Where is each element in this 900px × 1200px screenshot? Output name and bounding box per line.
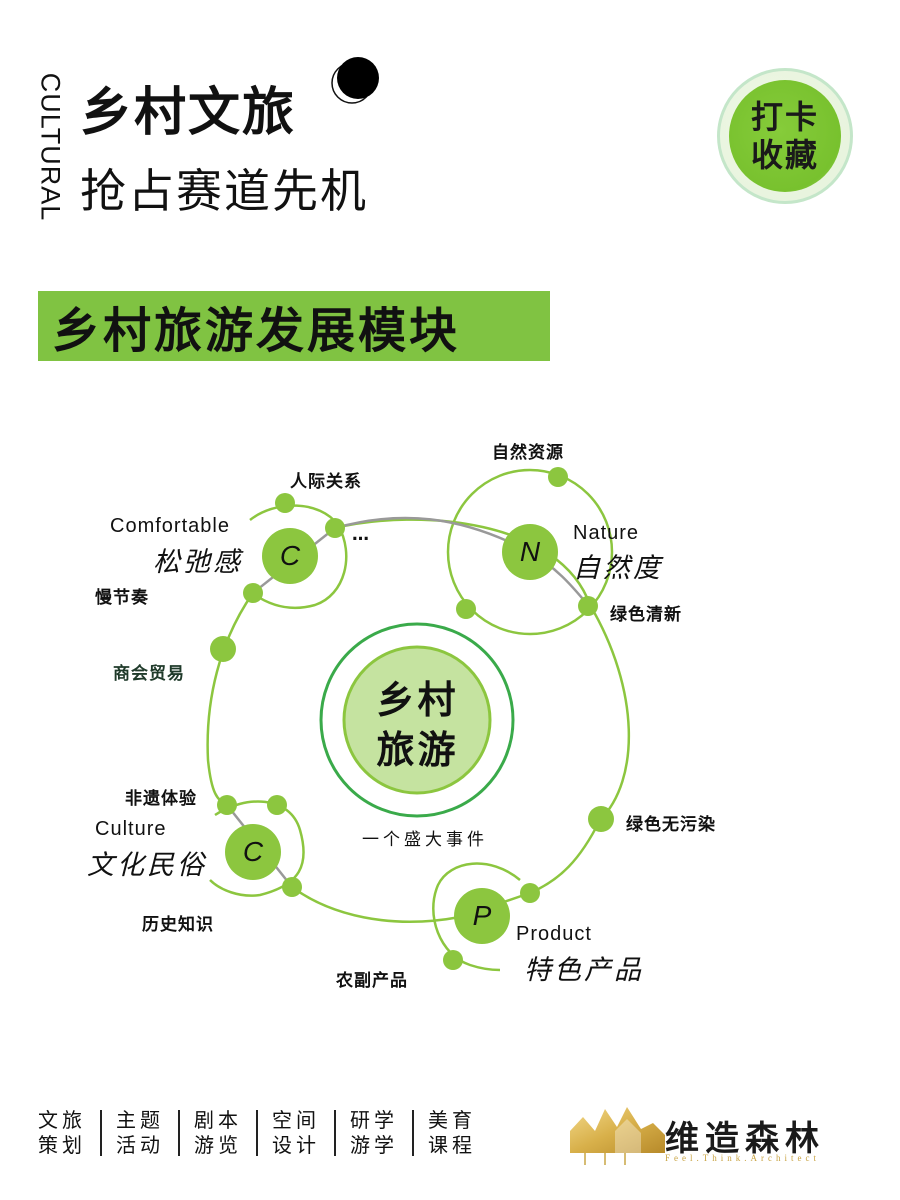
footer-item: 研学游学 bbox=[336, 1108, 412, 1158]
logo-name: 维造森林 bbox=[665, 1119, 825, 1159]
sub-label: 历史知识 bbox=[142, 915, 214, 935]
node-nature[interactable]: N bbox=[519, 536, 541, 567]
node-culture[interactable]: C bbox=[242, 836, 264, 867]
footer-item: 文旅策划 bbox=[38, 1108, 100, 1158]
sub-label: 自然资源 bbox=[492, 443, 564, 463]
mountain-house-logo-icon bbox=[570, 1107, 665, 1165]
orbit-label: 商会贸易 bbox=[113, 664, 185, 684]
center-line1: 乡村 bbox=[376, 678, 459, 722]
badge-line2: 收藏 bbox=[750, 136, 819, 174]
footer-line1: 空间 bbox=[272, 1108, 320, 1132]
footer-line2: 活动 bbox=[116, 1133, 164, 1157]
sub-label: … bbox=[352, 525, 370, 545]
node-comfortable[interactable]: C bbox=[279, 540, 301, 571]
footer-line2: 设计 bbox=[272, 1133, 320, 1157]
node-culture-en: Culture bbox=[95, 818, 167, 840]
footer-line2: 课程 bbox=[428, 1133, 476, 1157]
page-title: 乡村文旅 bbox=[80, 83, 297, 143]
center-node: 乡村 旅游 bbox=[345, 655, 490, 795]
center-caption: 一个盛大事件 bbox=[362, 830, 488, 850]
brand-logo: 维造森林 Feel.Think.Architect bbox=[565, 1103, 825, 1169]
node-nature-en: Nature bbox=[573, 522, 640, 544]
orbit-label: 绿色无污染 bbox=[626, 815, 716, 835]
sub-label: 慢节奏 bbox=[95, 588, 149, 608]
footer-item: 剧本游览 bbox=[180, 1108, 256, 1158]
footer-line2: 策划 bbox=[38, 1133, 86, 1157]
badge-line1: 打卡 bbox=[750, 98, 819, 136]
footer-divider bbox=[334, 1110, 336, 1156]
banner-title: 乡村旅游发展模块 bbox=[52, 303, 461, 359]
footer-divider bbox=[412, 1110, 414, 1156]
footer-item: 美育课程 bbox=[414, 1108, 490, 1158]
footer-line2: 游览 bbox=[194, 1133, 242, 1157]
footer-item: 主题活动 bbox=[102, 1108, 178, 1158]
footer-item: 空间设计 bbox=[258, 1108, 334, 1158]
badge-inner: 打卡 收藏 bbox=[729, 80, 841, 192]
bookmark-badge[interactable]: 打卡 收藏 bbox=[717, 68, 853, 204]
footer-line1: 剧本 bbox=[194, 1108, 242, 1132]
sub-label: 农副产品 bbox=[336, 971, 408, 991]
footer-line1: 美育 bbox=[428, 1108, 476, 1132]
node-nature-cn: 自然度 bbox=[573, 553, 663, 584]
footer-line1: 文旅 bbox=[38, 1108, 86, 1132]
service-footer: 文旅策划 主题活动 剧本游览 空间设计 研学游学 美育课程 bbox=[38, 1108, 490, 1158]
footer-line1: 主题 bbox=[116, 1108, 164, 1132]
footer-divider bbox=[178, 1110, 180, 1156]
logo-tagline: Feel.Think.Architect bbox=[665, 1153, 820, 1163]
sub-label: 绿色清新 bbox=[610, 605, 682, 625]
center-line2: 旅游 bbox=[376, 728, 459, 772]
footer-line1: 研学 bbox=[350, 1108, 398, 1132]
node-comfortable-en: Comfortable bbox=[110, 515, 230, 537]
footer-divider bbox=[256, 1110, 258, 1156]
page-subtitle: 抢占赛道先机 bbox=[80, 164, 368, 218]
section-banner: 乡村旅游发展模块 bbox=[38, 291, 550, 361]
node-product[interactable]: P bbox=[472, 900, 492, 931]
footer-divider bbox=[100, 1110, 102, 1156]
sub-label: 非遗体验 bbox=[125, 789, 197, 809]
crescent-moon-icon bbox=[331, 57, 379, 104]
sub-label: 人际关系 bbox=[290, 472, 362, 492]
node-product-en: Product bbox=[516, 923, 592, 945]
node-product-cn: 特色产品 bbox=[524, 955, 644, 986]
footer-line2: 游学 bbox=[350, 1133, 398, 1157]
node-culture-cn: 文化民俗 bbox=[87, 850, 207, 881]
node-comfortable-cn: 松弛感 bbox=[153, 547, 243, 578]
